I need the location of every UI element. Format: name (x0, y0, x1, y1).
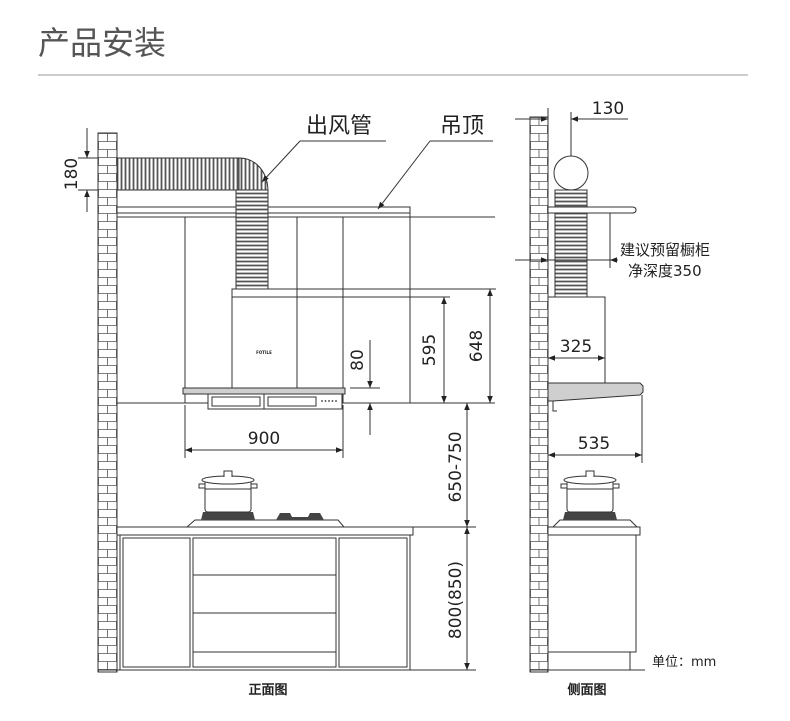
duct-offset-label: 130 (592, 99, 624, 119)
countertop (116, 526, 414, 536)
hood-filter-left (211, 396, 261, 407)
control-button (321, 400, 323, 402)
side-ceiling-board (547, 206, 637, 214)
cabinet-drawer-stack (192, 537, 337, 668)
gas-stove (185, 519, 346, 528)
cabinet-depth-dimension: 建议预留橱柜 净深度350 (515, 213, 710, 280)
side-hood-canopy (547, 382, 644, 402)
control-button (331, 400, 334, 402)
right-burner (276, 513, 324, 520)
burner-grate (563, 512, 617, 520)
leader-line (377, 140, 431, 210)
cooking-pot (198, 470, 258, 520)
ceiling-label: 吊顶 (440, 114, 484, 139)
ceiling-callout: 吊顶 (377, 114, 493, 210)
control-button (324, 400, 327, 402)
duct-cross-section (553, 155, 589, 191)
side-countertop (547, 526, 641, 536)
side-base-cabinet (547, 534, 637, 653)
side-view: 130 建议预留橱柜 净深度350 325 535 (515, 99, 716, 698)
hood-canopy (182, 387, 346, 395)
front-wall (97, 132, 118, 673)
control-button (328, 400, 330, 402)
side-cooking-pot (560, 470, 620, 520)
hood-filter-right (267, 396, 317, 407)
canopy-gap-label: 80 (348, 349, 368, 371)
side-duct-vertical (554, 189, 588, 298)
duct-label: 出风管 (306, 114, 372, 139)
hood-body-depth-dimension: 325 (548, 337, 605, 361)
cabinet-door-right (338, 537, 408, 668)
duct-offset-dimension: 130 (515, 99, 628, 157)
control-button (335, 400, 337, 402)
canopy-gap-dimension: 80 (348, 340, 380, 435)
hood-to-counter-label: 650-750 (446, 431, 466, 502)
front-view: 180 FOTILE (62, 114, 496, 698)
duct-diameter-dimension: 180 (62, 128, 98, 212)
pot-body (566, 479, 614, 513)
duct-callout: 出风管 (261, 114, 386, 183)
page-title: 产品安装 (38, 24, 166, 62)
vertical-clearance-dimensions: 650-750 800(850) (413, 403, 476, 670)
hood-body-depth-label: 325 (560, 337, 592, 357)
hood-width-dimension: 900 (184, 405, 344, 458)
side-hood-lip (552, 401, 557, 412)
pot-knob (223, 470, 233, 477)
side-wall (529, 116, 549, 673)
hood-front-panel (207, 393, 343, 410)
pot-lid (201, 475, 255, 485)
side-view-caption: 侧面图 (567, 682, 606, 698)
hood-body (231, 296, 298, 389)
hood-height-dimensions: 595 648 (297, 288, 496, 403)
base-cabinet-frame (119, 534, 411, 671)
range-hood-front: FOTILE (182, 288, 346, 410)
unit-note: 单位：mm (652, 655, 716, 670)
hood-depth-label: 535 (578, 434, 610, 454)
duct-diameter-label: 180 (62, 158, 82, 190)
duct-horizontal (116, 157, 240, 191)
hood-width-label: 900 (248, 429, 280, 449)
side-gas-stove (551, 519, 639, 528)
cabinet-depth-note-1: 建议预留橱柜 (620, 241, 710, 259)
base-cabinet-front (119, 534, 411, 671)
hood-top-cap (231, 288, 298, 298)
pot-handle (198, 483, 206, 489)
cabinet-door-left (122, 537, 191, 668)
burner-grate (201, 512, 255, 520)
pot-handle (612, 483, 620, 489)
cabinet-depth-note-2: 净深度350 (628, 262, 702, 280)
hood-control-buttons (321, 400, 337, 402)
duct-vertical (235, 189, 269, 290)
pot-lid (563, 475, 617, 485)
pot-knob (585, 470, 595, 477)
side-hood-body (547, 296, 606, 384)
leader-line (261, 140, 301, 183)
front-view-caption: 正面图 (248, 683, 287, 698)
hood-logo: FOTILE (256, 350, 272, 355)
pot-handle (250, 483, 258, 489)
hood-depth-dimension: 535 (548, 395, 643, 463)
exhaust-duct (116, 157, 269, 290)
counter-height-label: 800(850) (446, 561, 466, 639)
hood-height-label: 595 (420, 334, 440, 366)
pot-body (204, 479, 252, 513)
duct-elbow (235, 157, 269, 193)
side-cabinet-kick (547, 651, 631, 671)
pot-handle (560, 483, 568, 489)
total-height-label: 648 (467, 330, 487, 362)
